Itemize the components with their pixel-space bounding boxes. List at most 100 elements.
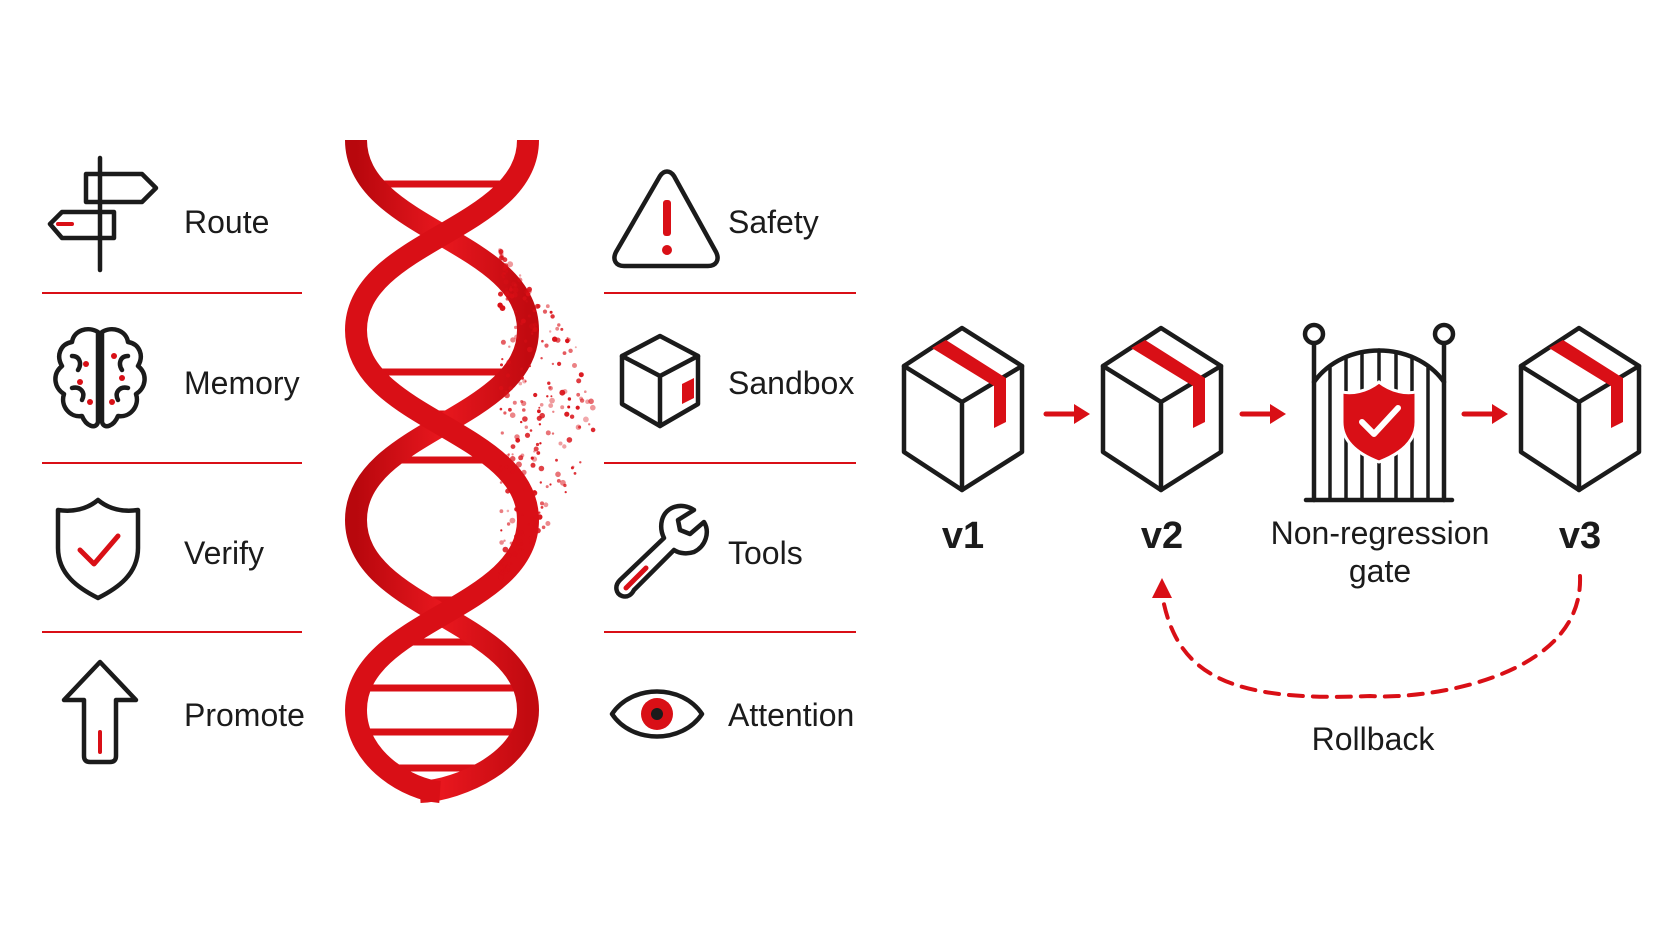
dna-particle bbox=[549, 310, 553, 314]
dna-strand-right bbox=[344, 139, 540, 803]
dna-particle bbox=[543, 502, 549, 508]
dna-particle bbox=[498, 385, 504, 391]
dna-particle bbox=[515, 461, 522, 468]
dna-particle bbox=[531, 330, 534, 333]
dna-particle bbox=[504, 392, 510, 399]
dna-particle bbox=[514, 507, 519, 512]
dna-particle bbox=[503, 272, 507, 275]
cube-icon bbox=[619, 333, 701, 429]
list-label-memory: Memory bbox=[184, 365, 300, 401]
dna-particle bbox=[499, 565, 504, 570]
list-item-memory: Memory bbox=[53, 327, 300, 429]
dna-particle bbox=[590, 404, 596, 411]
dna-particle bbox=[534, 303, 540, 309]
dna-particle bbox=[524, 339, 528, 343]
dna-particle bbox=[533, 450, 536, 453]
dna-particle bbox=[506, 359, 512, 365]
dna-particle bbox=[535, 442, 540, 447]
package-v1-icon bbox=[901, 325, 1025, 493]
dna-particle bbox=[518, 274, 522, 277]
dna-particle bbox=[531, 456, 538, 462]
dna-particle bbox=[551, 432, 555, 435]
dna-particle bbox=[545, 430, 551, 436]
dna-particle bbox=[578, 425, 582, 429]
dna-particle bbox=[540, 506, 544, 509]
dna-particle bbox=[546, 395, 549, 398]
dna-particle bbox=[550, 314, 555, 319]
dna-particle bbox=[538, 465, 545, 472]
dna-particle bbox=[588, 423, 591, 426]
shield-check-icon bbox=[55, 497, 141, 601]
dna-particle bbox=[505, 287, 509, 291]
dna-particle bbox=[507, 261, 514, 268]
dna-particle bbox=[520, 322, 523, 326]
dna-particle bbox=[502, 266, 507, 271]
dna-particle bbox=[522, 488, 525, 491]
dna-particle bbox=[583, 416, 589, 423]
arrow-right-icon bbox=[1461, 404, 1508, 424]
dna-particle bbox=[549, 397, 555, 404]
dna-particle bbox=[555, 458, 558, 462]
dna-particle bbox=[520, 367, 524, 371]
list-label-route: Route bbox=[184, 204, 269, 240]
list-item-attention: Attention bbox=[609, 689, 854, 739]
dna-particle bbox=[512, 292, 518, 298]
dna-particle bbox=[542, 309, 548, 314]
dna-particle bbox=[514, 334, 520, 340]
dna-particle bbox=[500, 339, 506, 345]
dna-particle bbox=[499, 509, 504, 514]
dna-particle bbox=[548, 403, 554, 408]
dna-particle bbox=[508, 345, 511, 348]
dna-particle bbox=[530, 516, 535, 521]
dna-particle bbox=[498, 561, 502, 566]
dna-particle bbox=[557, 323, 561, 327]
dna-particle bbox=[539, 442, 542, 445]
dna-particle bbox=[569, 414, 575, 419]
dna-particle bbox=[506, 373, 510, 378]
dna-particle bbox=[531, 332, 534, 335]
dna-particle bbox=[529, 540, 534, 545]
dna-particle bbox=[570, 466, 574, 470]
dna-particle bbox=[532, 322, 538, 327]
dna-particle bbox=[500, 255, 504, 258]
dna-particle bbox=[518, 455, 524, 461]
list-label-sandbox: Sandbox bbox=[728, 365, 854, 401]
dna-particle bbox=[556, 479, 561, 483]
dna-particle bbox=[521, 318, 526, 324]
dna-particle bbox=[559, 389, 566, 396]
dna-particle bbox=[560, 405, 565, 410]
dna-particle bbox=[538, 406, 541, 409]
dna-particle bbox=[522, 408, 526, 412]
dna-particle bbox=[521, 513, 524, 517]
dna-particle bbox=[566, 337, 571, 342]
dna-particle bbox=[528, 536, 533, 540]
list-item-safety: Safety bbox=[612, 169, 819, 269]
dna-particle bbox=[514, 310, 518, 313]
dna-particle bbox=[516, 543, 519, 547]
dna-particle bbox=[510, 469, 515, 474]
dna-particle bbox=[501, 273, 504, 277]
dna-particle bbox=[503, 411, 507, 415]
dna-particle bbox=[572, 363, 577, 368]
dna-particle bbox=[510, 337, 516, 343]
dna-particle bbox=[501, 569, 504, 573]
dna-particle bbox=[508, 407, 512, 412]
dna-particle bbox=[530, 462, 536, 468]
dna-particle bbox=[562, 351, 567, 355]
dna-particle bbox=[514, 325, 518, 330]
dna-particle bbox=[564, 491, 567, 494]
dna-particle bbox=[500, 431, 504, 435]
dna-particle bbox=[517, 277, 523, 283]
dna-particle bbox=[524, 380, 527, 383]
non-regression-gate-icon bbox=[1302, 322, 1456, 503]
dna-particle bbox=[565, 338, 570, 344]
dna-particle bbox=[538, 511, 541, 514]
list-item-route: Route bbox=[47, 155, 269, 273]
dna-particle bbox=[566, 337, 569, 339]
dna-particle bbox=[536, 514, 543, 520]
dna-particle bbox=[537, 409, 541, 414]
dna-particle bbox=[511, 551, 518, 557]
gate-label-line2: gate bbox=[1349, 553, 1411, 589]
dna-particle bbox=[498, 467, 503, 472]
dna-particle bbox=[547, 381, 551, 385]
